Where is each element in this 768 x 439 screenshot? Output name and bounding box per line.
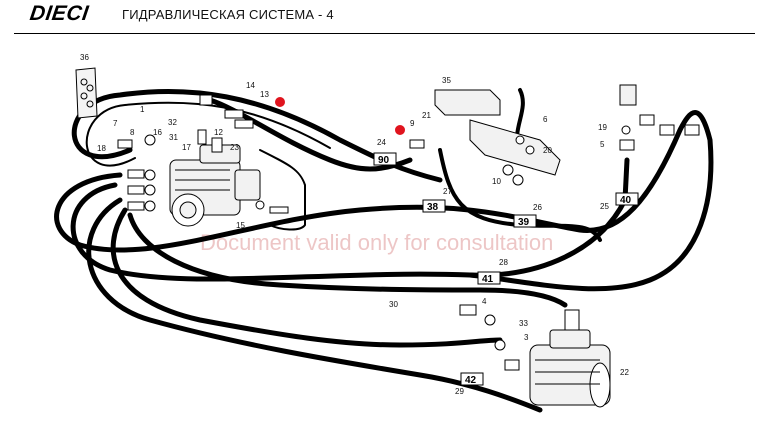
callout-13: 13 (260, 90, 269, 99)
callout-4: 4 (482, 297, 487, 306)
svg-text:40: 40 (620, 195, 632, 206)
fittings-right (619, 84, 700, 151)
callout-29: 29 (455, 387, 464, 396)
callout-30: 30 (389, 300, 398, 309)
callout-1: 1 (140, 105, 145, 114)
callout-24: 24 (377, 138, 386, 147)
callout-26: 26 (533, 203, 542, 212)
hose-42 (86, 197, 543, 413)
callout-35: 35 (442, 76, 451, 85)
callout-5: 5 (600, 140, 605, 149)
svg-text:38: 38 (427, 202, 439, 213)
callout-28: 28 (499, 258, 508, 267)
pump-left (169, 144, 261, 227)
svg-text:90: 90 (378, 155, 390, 166)
callout-8: 8 (130, 128, 135, 137)
callout-7: 7 (113, 119, 118, 128)
hose-loop-15 (259, 149, 306, 231)
valve-block-top (409, 89, 561, 186)
callout-10: 10 (492, 177, 501, 186)
callout-17: 17 (182, 143, 191, 152)
hose-41 (70, 182, 628, 282)
hose-tag-39: 39 (513, 214, 537, 228)
svg-text:42: 42 (465, 375, 477, 386)
plate-36 (75, 67, 98, 119)
callout-18: 18 (97, 144, 106, 153)
callout-33: 33 (519, 319, 528, 328)
hose-tag-90: 90 (373, 152, 397, 166)
callout-16: 16 (153, 128, 162, 137)
callout-15: 15 (236, 221, 245, 230)
callout-20: 20 (543, 146, 552, 155)
motor-bottom-right (529, 309, 611, 408)
watermark: Document valid only for consultation (200, 230, 553, 255)
hose-tag-38: 38 (422, 199, 446, 213)
page-title: ГИДРАВЛИЧЕСКАЯ СИСТЕМА - 4 (122, 7, 334, 22)
callout-22: 22 (620, 368, 629, 377)
callout-6: 6 (543, 115, 548, 124)
callout-25: 25 (600, 202, 609, 211)
svg-text:39: 39 (518, 217, 530, 228)
marker-red-2 (395, 125, 405, 135)
callout-19: 19 (598, 123, 607, 132)
callout-32: 32 (168, 118, 177, 127)
callout-12: 12 (214, 128, 223, 137)
hose-tags: 90 38 39 40 41 42 (373, 152, 639, 386)
callout-31: 31 (169, 133, 178, 142)
hose-30 (127, 212, 568, 308)
fittings-left (117, 94, 289, 214)
hose-tag-40: 40 (615, 192, 639, 206)
hose-tag-42: 42 (460, 372, 484, 386)
marker-red-1 (275, 97, 285, 107)
hose-31 (110, 207, 503, 348)
callout-3: 3 (524, 333, 529, 342)
header: DIECI ГИДРАВЛИЧЕСКАЯ СИСТЕМА - 4 (0, 0, 768, 36)
callout-36: 36 (80, 53, 89, 62)
svg-text:41: 41 (482, 274, 494, 285)
header-rule (14, 33, 755, 34)
fittings-lower (459, 304, 520, 371)
hose-top-left-inner (85, 101, 331, 167)
callout-21: 21 (422, 111, 431, 120)
callout-23: 23 (230, 143, 239, 152)
callouts: 36 1 7 8 16 17 18 31 32 14 13 12 23 15 3… (80, 53, 629, 396)
callout-14: 14 (246, 81, 255, 90)
hose-tag-41: 41 (477, 271, 501, 285)
callout-9: 9 (410, 119, 415, 128)
callout-27: 27 (443, 187, 452, 196)
